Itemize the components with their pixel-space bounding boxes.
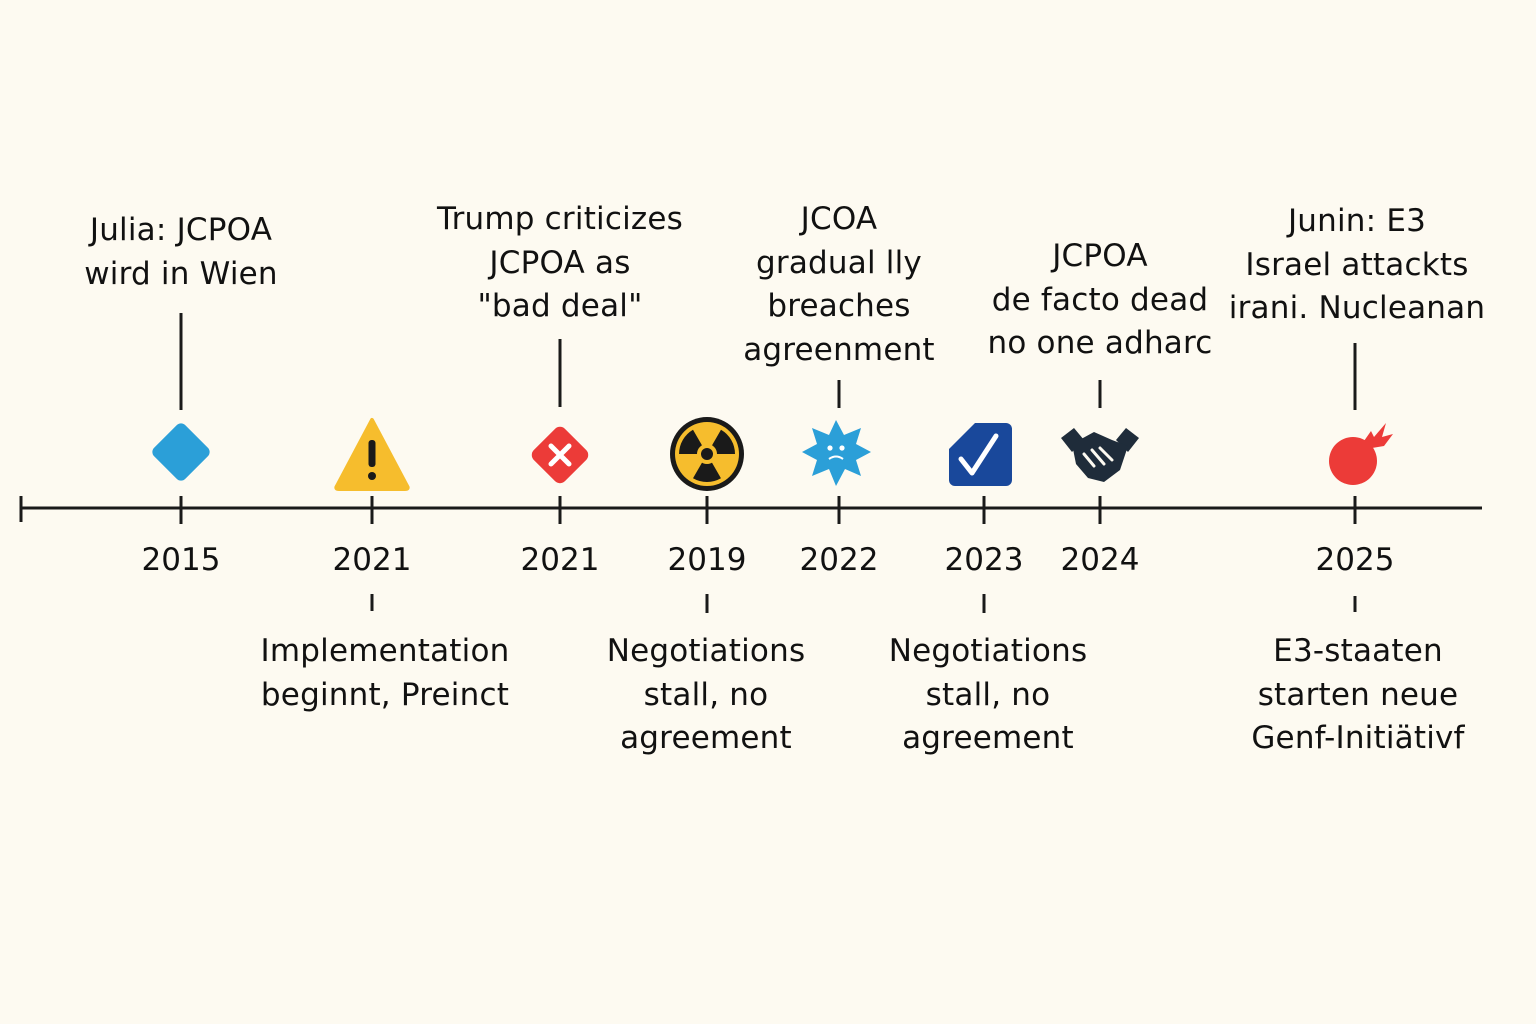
event-label-above-4: JCOA gradual lly breaches agreenment: [743, 201, 935, 368]
blue-diamond-icon: [152, 423, 210, 481]
event-label-above-0: Julia: JCPOA wird in Wien: [84, 212, 278, 292]
warning-triangle-icon: [334, 418, 410, 491]
blue-splat-icon: [802, 420, 871, 486]
year-label-6: 2024: [1060, 542, 1140, 578]
event-label-above-7: Junin: E3 Israel attackts irani. Nuclean…: [1228, 203, 1486, 326]
event-label-below-5: Negotiations stall, no agreement: [888, 633, 1088, 756]
year-label-5: 2023: [944, 542, 1024, 578]
year-label-2: 2021: [520, 542, 600, 578]
event-label-below-1: Implementation beginnt, Preinct: [260, 633, 510, 713]
year-label-0: 2015: [141, 542, 221, 578]
year-label-1: 2021: [332, 542, 412, 578]
year-label-7: 2025: [1315, 542, 1395, 578]
red-x-badge-icon: [531, 426, 589, 484]
handshake-icon: [1061, 428, 1139, 482]
radiation-icon: [670, 417, 744, 491]
year-label-3: 2019: [667, 542, 747, 578]
checkmark-square-icon: [949, 423, 1012, 486]
event-label-below-7: E3-staaten starten neue Genf-Initiätivf: [1251, 633, 1465, 756]
bomb-icon: [1329, 423, 1393, 485]
event-label-above-2: Trump criticizes JCPOA as "bad deal": [436, 201, 684, 324]
event-label-above-6: JCPOA de facto dead no one adharc: [987, 238, 1213, 361]
event-label-below-3: Negotiations stall, no agreement: [606, 633, 806, 756]
year-label-4: 2022: [799, 542, 879, 578]
